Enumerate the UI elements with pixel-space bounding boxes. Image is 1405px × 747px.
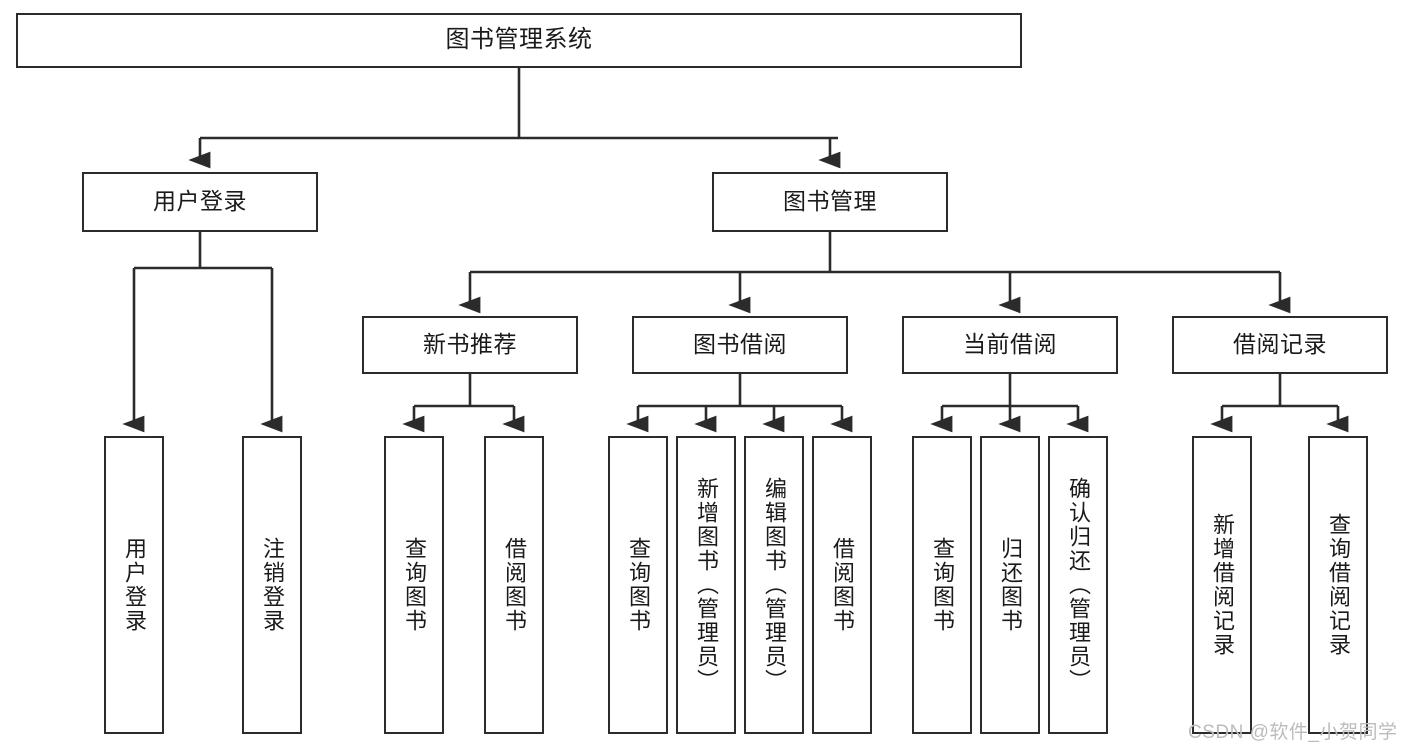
leaf-borrow-book[interactable]: 借阅图书 [812, 436, 872, 734]
leaf-query-borrow-record-label: 查询借阅记录 [1326, 513, 1351, 657]
leaf-edit-book-admin-label: 编辑图书（管理员） [762, 477, 787, 693]
node-current-borrow-label: 当前借阅 [963, 331, 1057, 358]
node-user-login-label: 用户登录 [153, 188, 247, 215]
node-current-borrow[interactable]: 当前借阅 [902, 316, 1118, 374]
node-new-book-recommend-label: 新书推荐 [423, 331, 517, 358]
leaf-query-book-current[interactable]: 查询图书 [912, 436, 972, 734]
leaf-query-borrow-record[interactable]: 查询借阅记录 [1308, 436, 1368, 734]
leaf-add-book-admin-label: 新增图书（管理员） [694, 477, 719, 693]
leaf-add-borrow-record[interactable]: 新增借阅记录 [1192, 436, 1252, 734]
csdn-watermark: CSDN @软件_小贺同学 [1188, 722, 1398, 743]
node-book-borrow[interactable]: 图书借阅 [632, 316, 848, 374]
leaf-user-login[interactable]: 用户登录 [104, 436, 164, 734]
leaf-query-book-current-label: 查询图书 [930, 537, 955, 633]
node-new-book-recommend[interactable]: 新书推荐 [362, 316, 578, 374]
leaf-query-book-borrow-label: 查询图书 [626, 537, 651, 633]
leaf-query-book-rec-label: 查询图书 [402, 537, 427, 633]
leaf-add-book-admin[interactable]: 新增图书（管理员） [676, 436, 736, 734]
node-root-label: 图书管理系统 [445, 26, 593, 54]
node-book-borrow-label: 图书借阅 [693, 331, 787, 358]
leaf-add-borrow-record-label: 新增借阅记录 [1210, 513, 1235, 657]
leaf-borrow-book-label: 借阅图书 [830, 537, 855, 633]
leaf-query-book-rec[interactable]: 查询图书 [384, 436, 444, 734]
leaf-logout-label: 注销登录 [260, 537, 285, 633]
leaf-edit-book-admin[interactable]: 编辑图书（管理员） [744, 436, 804, 734]
leaf-confirm-return-admin-label: 确认归还（管理员） [1066, 477, 1091, 693]
node-root[interactable]: 图书管理系统 [16, 13, 1022, 68]
node-borrow-record-label: 借阅记录 [1233, 331, 1327, 358]
leaf-user-login-label: 用户登录 [122, 537, 147, 633]
leaf-confirm-return-admin[interactable]: 确认归还（管理员） [1048, 436, 1108, 734]
leaf-borrow-book-rec-label: 借阅图书 [502, 537, 527, 633]
node-borrow-record[interactable]: 借阅记录 [1172, 316, 1388, 374]
leaf-logout[interactable]: 注销登录 [242, 436, 302, 734]
leaf-query-book-borrow[interactable]: 查询图书 [608, 436, 668, 734]
leaf-borrow-book-rec[interactable]: 借阅图书 [484, 436, 544, 734]
node-book-management[interactable]: 图书管理 [712, 172, 948, 232]
leaf-return-book-label: 归还图书 [998, 537, 1023, 633]
node-book-management-label: 图书管理 [783, 188, 877, 215]
leaf-return-book[interactable]: 归还图书 [980, 436, 1040, 734]
node-user-login[interactable]: 用户登录 [82, 172, 318, 232]
